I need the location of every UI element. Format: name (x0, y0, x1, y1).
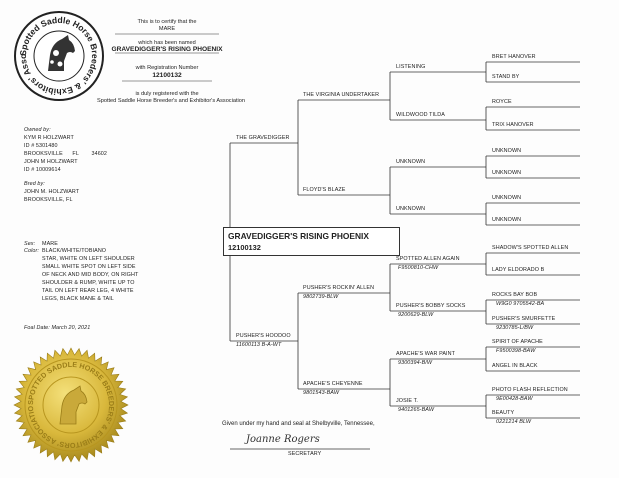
markings-line: OF NECK AND MID BODY, ON RIGHT (42, 272, 139, 278)
sd-name: FLOYD'S BLAZE (303, 187, 346, 193)
breeder-line: BROOKSVILLE, FL (24, 197, 73, 203)
owner-line: BROOKSVILLE FL 34602 (24, 151, 107, 157)
markings-line: SMALL WHITE SPOT ON LEFT SIDE (42, 264, 136, 270)
ds-reg: 9802739-BLW (303, 294, 339, 300)
sex-word: MARE (158, 26, 176, 32)
g4-name: SPIRIT OF APACHE (492, 339, 543, 345)
sdd-name: UNKNOWN (396, 206, 426, 212)
g4-name: ROYCE (492, 99, 512, 105)
breeder-line: JOHN M. HOLZWART (24, 189, 80, 195)
dd-name: APACHE'S CHEYENNE (303, 381, 363, 387)
ssd-name: WILDWOOD TILDA (396, 112, 445, 118)
ds-name: PUSHER'S ROCKIN' ALLEN (303, 285, 375, 291)
certificate-reg-number: 12100132 (152, 72, 182, 79)
owner-line: ID # 5301480 (24, 143, 58, 149)
secretary-signature: Joanne Rogers (246, 434, 320, 445)
g4-reg: W9G0 9705542-BA (496, 301, 545, 307)
markings-line: TAIL ON LEFT REAR LEG, 4 WHITE (42, 288, 134, 294)
sex-value: MARE (42, 241, 58, 247)
sire-name: THE GRAVEDIGGER (236, 135, 290, 141)
seal-horse-icon (59, 385, 88, 425)
foal-date: Foal Date: March 20, 2021 (24, 325, 91, 331)
breeder-label: Bred by: (24, 181, 45, 187)
association-name: Spotted Saddle Horse Breeder's and Exhib… (97, 98, 245, 104)
color-label: Color: (24, 248, 39, 254)
subject-horse-name: GRAVEDIGGER'S RISING PHOENIX (228, 231, 369, 241)
g4-name: UNKNOWN (492, 148, 522, 154)
dss-reg: F9500810-CHW (398, 265, 439, 271)
ss-name: THE VIRGINIA UNDERTAKER (303, 92, 380, 98)
g4-name: TRIX HANOVER (492, 122, 534, 128)
owner-label: Owned by: (24, 127, 51, 133)
horse-head-icon (48, 35, 75, 71)
markings-line: STAR, WHITE ON LEFT SHOULDER (42, 256, 135, 262)
reg-text: with Registration Number (135, 65, 199, 71)
given-text: Given under my hand and seal at Shelbyvi… (222, 421, 375, 427)
sds-name: UNKNOWN (396, 159, 426, 165)
dd-reg: 9801543-BAW (303, 390, 340, 396)
g4-name: PHOTO FLASH REFLECTION (492, 387, 568, 393)
owner-line: JOHN M HOLZWART (24, 159, 78, 165)
dam-name: PUSHER'S HOODOO (236, 333, 291, 339)
gold-seal: SPOTTED SADDLE HORSE BREEDERS' & EXHIBIT… (12, 346, 129, 463)
dam-reg: 11600113 B-A-WT (236, 342, 282, 348)
signature-line (230, 448, 370, 450)
owner-line: KYM R HOLZWART (24, 135, 74, 141)
g4-name: PUSHER'S SMURFETTE (492, 316, 556, 322)
owner-line: ID # 10009614 (24, 167, 61, 173)
dss-name: SPOTTED ALLEN AGAIN (396, 256, 460, 262)
g4-name: BEAUTY (492, 410, 515, 416)
dds-reg: 9300394-B/W (398, 360, 433, 366)
dsd-name: PUSHER'S BOBBY SOCKS (396, 303, 466, 309)
g4-reg: 9E00428-BAW (496, 396, 533, 402)
markings-line: LEGS, BLACK MANE & TAIL (42, 296, 114, 302)
named-text: which has been named (138, 40, 196, 46)
markings-line: SHOULDER & RUMP, WHITE UP TO (42, 280, 135, 286)
certify-text: This is to certify that the (137, 19, 197, 25)
g4-reg: 0221214 BLW (496, 419, 532, 425)
g4-name: STAND BY (492, 74, 520, 80)
sex-label: Sex: (24, 241, 36, 247)
subject-reg-number: 12100132 (228, 243, 261, 252)
subject-horse-box: GRAVEDIGGER'S RISING PHOENIX 12100132 (223, 227, 400, 256)
g4-name: BRET HANOVER (492, 54, 536, 60)
header-rules (115, 33, 219, 54)
g4-name: SHADOW'S SPOTTED ALLEN (492, 245, 569, 251)
g4-name: UNKNOWN (492, 170, 522, 176)
reg-rule (122, 80, 212, 82)
dds-name: APACHE'S WAR PAINT (396, 351, 456, 357)
certificate-horse-name: GRAVEDIGGER'S RISING PHOENIX (111, 46, 223, 53)
g4-reg: F9500398-BAW (496, 348, 536, 354)
sss-name: LISTENING (396, 64, 426, 70)
g4-name: ROCKS BAY BOB (492, 292, 538, 298)
g4-name: UNKNOWN (492, 217, 522, 223)
duly-text: is duly registered with the (135, 91, 199, 97)
g4-name: LADY ELDORADO B (492, 267, 545, 273)
ddd-name: JOSIE T. (396, 398, 418, 404)
association-logo: Spotted Saddle Horse Breeders' & Exhibit… (12, 9, 104, 101)
dsd-reg: 9200629-BLW (398, 312, 434, 318)
g4-name: ANGEL IN BLACK (492, 363, 538, 369)
color-value: BLACK/WHITE/TOBIANO (42, 248, 107, 254)
secretary-label: SECRETARY (288, 451, 322, 457)
ddd-reg: 9401265-BAW (398, 407, 435, 413)
g4-name: UNKNOWN (492, 195, 522, 201)
g4-reg: 9230785-L/BW (496, 325, 534, 331)
